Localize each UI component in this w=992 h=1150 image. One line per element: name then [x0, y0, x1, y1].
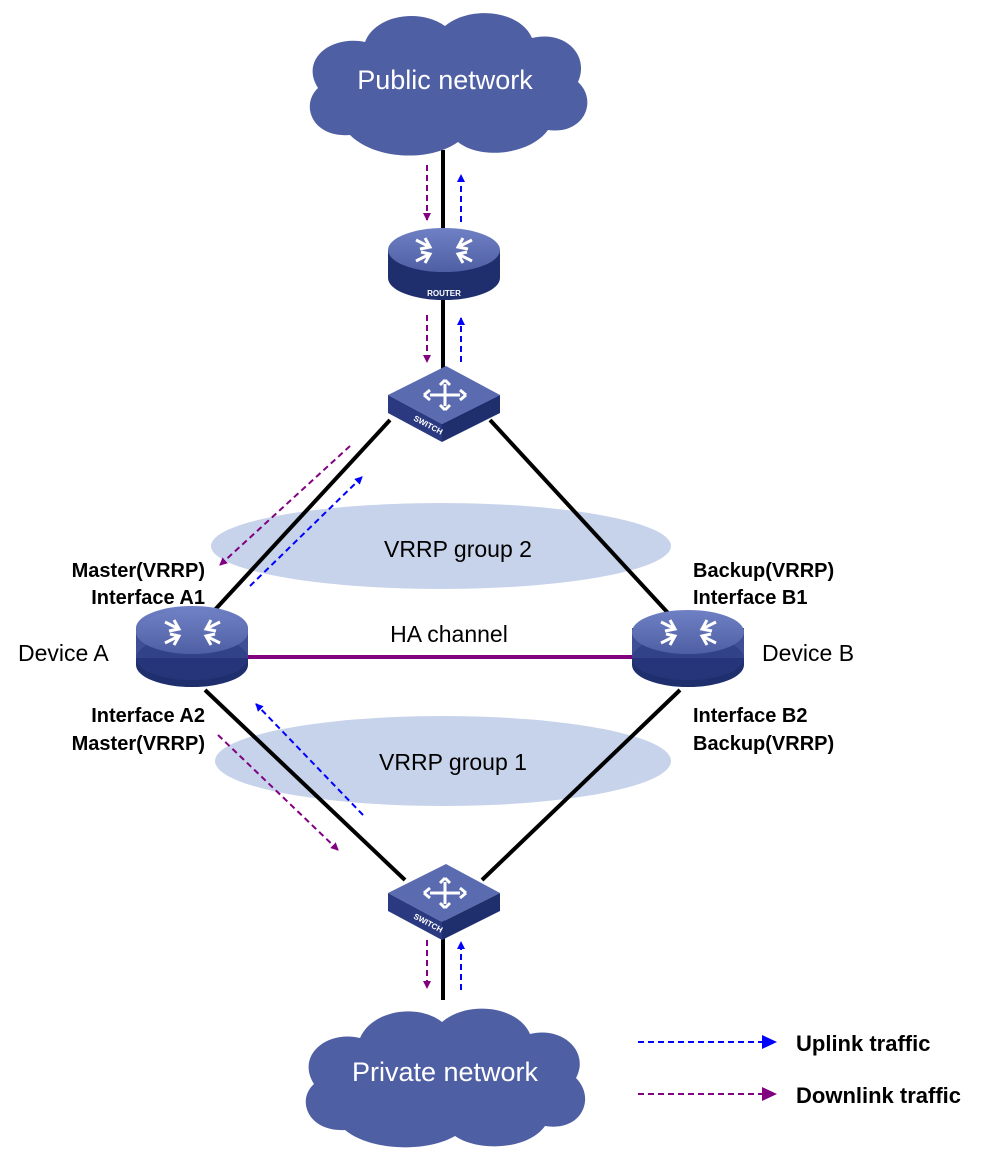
interface-a2-name: Interface A2	[91, 705, 205, 727]
legend: Uplink traffic Downlink traffic	[638, 1031, 961, 1108]
interface-b2-name: Interface B2	[693, 705, 808, 727]
private-network-cloud: Private network	[305, 1008, 586, 1148]
public-network-label: Public network	[357, 65, 533, 95]
interface-b1-role: Backup(VRRP)	[693, 560, 834, 582]
interface-b2-role: Backup(VRRP)	[693, 733, 834, 755]
router-icon: ROUTER	[388, 228, 500, 300]
traffic-arrows	[217, 165, 465, 990]
router-label: ROUTER	[427, 289, 461, 298]
interface-a1-name: Interface A1	[91, 587, 205, 609]
interface-b1-name: Interface B1	[693, 587, 808, 609]
device-a-icon	[136, 606, 248, 687]
vrrp-group-2-ellipse	[211, 503, 671, 589]
vrrp-group-1-ellipse	[215, 716, 671, 806]
switch-devicea-link	[198, 418, 392, 628]
ha-channel-label: HA channel	[390, 621, 508, 647]
device-a-label: Device A	[18, 640, 109, 666]
public-network-cloud: Public network	[309, 13, 588, 156]
vrrp-group-2-label: VRRP group 2	[384, 536, 532, 562]
vrrp-group-1-label: VRRP group 1	[379, 749, 527, 775]
legend-downlink-label: Downlink traffic	[796, 1083, 961, 1108]
top-switch-icon: SWITCH	[388, 366, 500, 442]
device-b-label: Device B	[762, 640, 854, 666]
downlink-arrow-4	[217, 734, 339, 851]
uplink-arrow-3	[249, 476, 363, 587]
interface-a1-role: Master(VRRP)	[72, 560, 205, 582]
deviceb-switch-link	[480, 688, 682, 882]
bottom-switch-icon: SWITCH	[388, 864, 500, 940]
switch-deviceb-link	[488, 418, 682, 628]
interface-a2-role: Master(VRRP)	[72, 733, 205, 755]
legend-uplink-label: Uplink traffic	[796, 1031, 930, 1056]
uplink-arrow-4	[255, 703, 364, 816]
links	[198, 150, 682, 1000]
private-network-label: Private network	[352, 1057, 539, 1087]
device-b-icon	[632, 610, 744, 687]
devicea-switch-link	[203, 688, 407, 882]
